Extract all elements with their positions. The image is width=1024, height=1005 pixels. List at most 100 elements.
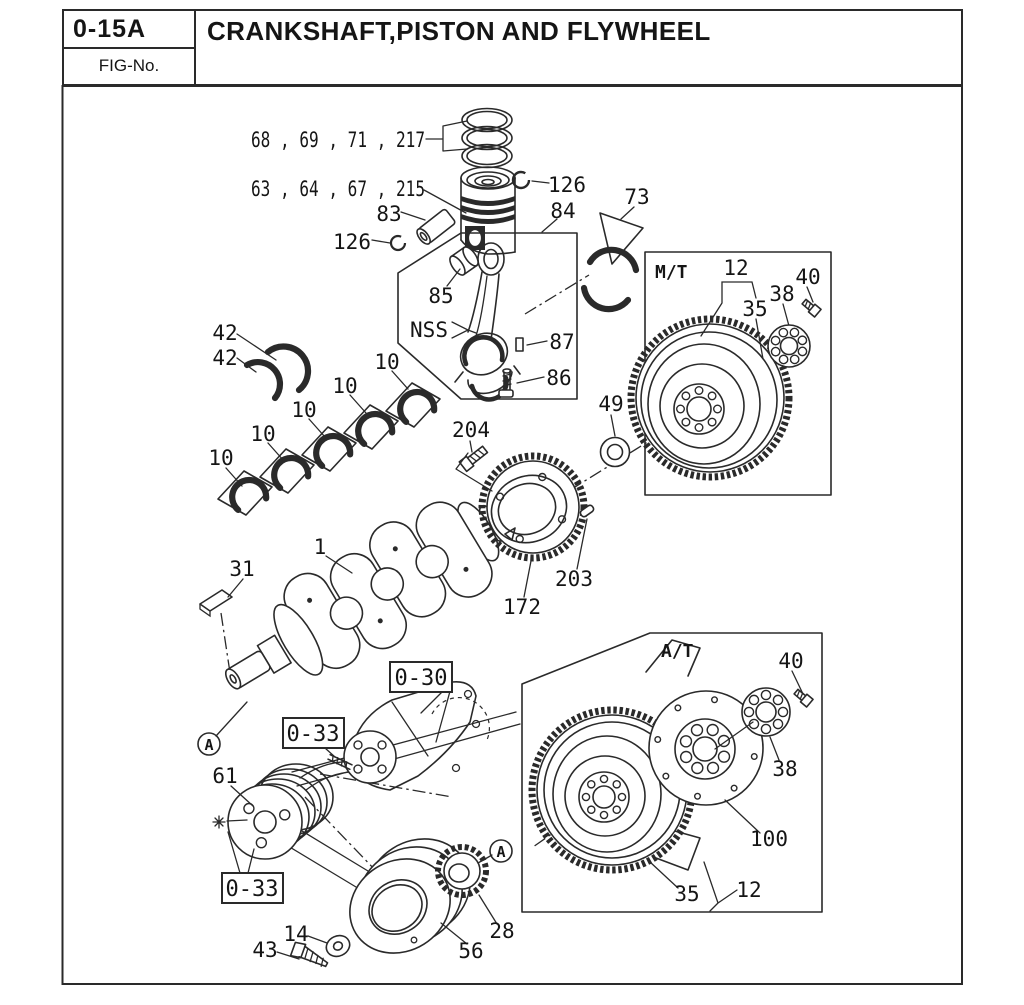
part-label-10-5: 10: [374, 350, 399, 374]
bolt-hole: [654, 735, 662, 743]
part-label-61: 61: [212, 764, 237, 788]
part-label-172: 172: [503, 595, 541, 619]
part-label-43: 43: [252, 938, 277, 962]
bolt-hole: [681, 391, 691, 401]
bolt-hole: [586, 779, 596, 789]
bolt-hole: [778, 354, 789, 365]
bolt-hole: [760, 689, 772, 701]
mt-label-40: 40: [795, 265, 820, 289]
pilot-bearing: [599, 414, 631, 468]
woodruff-key: [199, 578, 244, 618]
figure-code: 0-15A: [73, 15, 147, 43]
at-label-35: 35: [674, 882, 699, 906]
connecting-rod-box: [397, 218, 578, 400]
mt-tag: M/T: [655, 262, 688, 283]
part-label-86: 86: [546, 366, 571, 390]
part-label-rings: 68 , 69 , 71 , 217: [251, 128, 425, 152]
bolt-hole: [662, 772, 670, 780]
bolt-hole: [515, 534, 524, 544]
bolt-hole: [717, 734, 731, 748]
bolt-hole: [760, 723, 772, 735]
bolt-hole: [706, 761, 720, 775]
bolt-hole: [797, 346, 808, 357]
bolt-hole: [679, 750, 693, 764]
crankshaft: [224, 501, 506, 690]
bolt-hole: [599, 774, 609, 784]
bolt-hole: [770, 346, 781, 357]
datum-a-2: A: [496, 843, 505, 861]
bolt-hole: [690, 723, 704, 737]
bolt-hole: [676, 404, 686, 414]
part-label-84: 84: [550, 199, 575, 223]
bolt-hole: [612, 805, 622, 815]
part-label-14: 14: [283, 922, 308, 946]
part-label-10-4: 10: [332, 374, 357, 398]
bolt-hole: [495, 492, 505, 501]
dowel-pin: [579, 504, 595, 518]
thrust-washers: [236, 333, 312, 402]
bolt-hole: [717, 750, 731, 763]
mt-label-12: 12: [723, 256, 748, 280]
bolt-hole: [586, 805, 596, 815]
bolt-hole: [353, 764, 363, 774]
rod-bolt: [498, 368, 545, 398]
datum-circle-a1: [197, 701, 248, 756]
bolt-hole: [789, 354, 800, 365]
pulley-bolt-43: [276, 941, 329, 968]
part-label-49: 49: [598, 392, 623, 416]
part-label-56: 56: [458, 939, 483, 963]
bolt-hole: [255, 836, 268, 849]
drawing-border: [61, 85, 963, 985]
part-label-10-2: 10: [250, 422, 275, 446]
part-label-42-b: 42: [212, 346, 237, 370]
bolt-hole: [674, 704, 682, 712]
ref-label-0-33-low: 0-33: [226, 877, 279, 902]
bolt-hole: [789, 327, 800, 338]
bushing-leader: [446, 268, 461, 287]
rings-leader: [425, 120, 468, 152]
bolt-hole: [693, 792, 701, 800]
bolt-hole: [750, 753, 758, 761]
part-label-73: 73: [624, 185, 649, 209]
main-bearing-shells: [217, 370, 441, 516]
mt-label-38: 38: [769, 282, 794, 306]
bolt-hole: [713, 404, 723, 414]
mt-label-35: 35: [742, 297, 767, 321]
nss-arrow: [451, 321, 477, 339]
mt-flywheel-box: [627, 251, 832, 496]
piston-leader: [423, 189, 467, 214]
part-label-nss: NSS: [410, 318, 448, 342]
bolt-hole: [707, 391, 717, 401]
bolt-hole: [557, 515, 567, 524]
datum-circle-a2: [477, 839, 513, 864]
part-label-204: 204: [452, 418, 490, 442]
at-label-100: 100: [750, 827, 788, 851]
bolt-hole: [730, 784, 738, 792]
bolt-hole: [694, 386, 704, 396]
at-label-40: 40: [778, 649, 803, 673]
gear-bolt-204: [455, 440, 493, 492]
bolt-hole: [377, 740, 387, 750]
bolt-hole: [748, 694, 760, 706]
header-frame: [62, 9, 963, 86]
crank-gear: [478, 452, 588, 598]
bolt-hole: [617, 792, 627, 802]
part-label-10-3: 10: [291, 398, 316, 422]
pin-203-leader: [576, 518, 588, 570]
part-label-83: 83: [376, 202, 401, 226]
pin-leader: [400, 211, 426, 221]
page-title: CRANKSHAFT,PISTON AND FLYWHEEL: [207, 16, 711, 46]
bolt-hole: [353, 740, 363, 750]
part-label-31: 31: [229, 557, 254, 581]
figure-number-label: FIG-No.: [98, 56, 160, 75]
bolt-hole: [694, 423, 704, 433]
snap-ring-right: [511, 170, 550, 190]
datum-a-1: A: [204, 736, 213, 754]
at-flexplate-box: [521, 632, 823, 913]
at-label-12: 12: [736, 878, 761, 902]
water-pump: [343, 680, 490, 791]
crankpin-bearing-halves: [580, 206, 644, 313]
at-tag: A/T: [661, 641, 694, 662]
